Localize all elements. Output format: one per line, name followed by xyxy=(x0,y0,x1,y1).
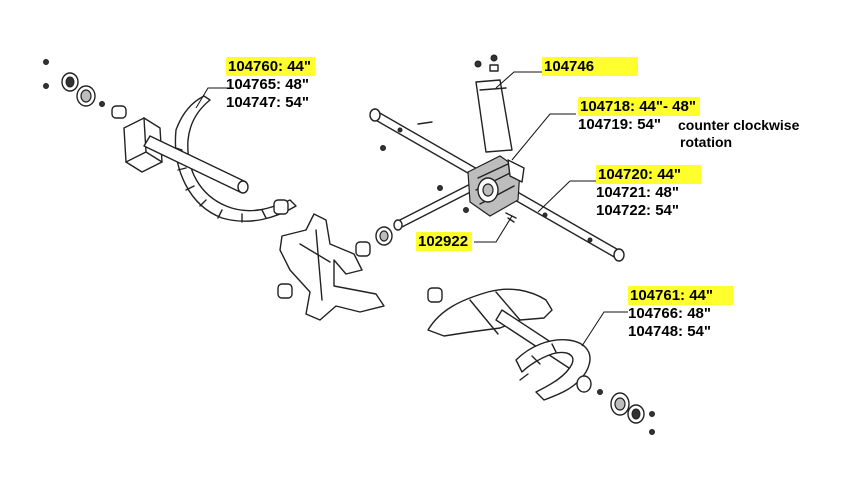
note-line: rotation xyxy=(680,134,733,150)
small-hardware xyxy=(380,121,517,223)
part-number: 104766: 48" xyxy=(628,305,712,322)
right-tine-assembly xyxy=(427,287,655,435)
part-number-highlight: 104720: 44" xyxy=(596,165,702,184)
label-bracket: 104746 xyxy=(542,57,639,76)
part-number: 104722: 54" xyxy=(596,202,680,219)
part-number: 104765: 48" xyxy=(226,76,310,93)
label-shaft: 104720: 44" 104721: 48" 104722: 54" xyxy=(596,165,702,220)
part-number-highlight: 104718: 44"- 48" xyxy=(578,97,700,116)
part-number: 104719: 54" xyxy=(578,116,662,133)
label-pin: 102922 xyxy=(416,232,473,251)
label-right-tine: 104761: 44" 104766: 48" 104748: 54" xyxy=(628,286,734,341)
label-gearbox: 104718: 44"- 48" 104719: 54" xyxy=(578,97,700,134)
rotation-note: counter clockwise rotation xyxy=(678,117,799,151)
part-number-highlight: 102922 xyxy=(416,232,473,251)
center-tine-assembly xyxy=(273,199,393,321)
leader-lines xyxy=(195,71,628,347)
label-left-tine: 104760: 44" 104765: 48" 104747: 54" xyxy=(226,57,316,112)
part-number: 104747: 54" xyxy=(226,94,310,111)
part-number: 104748: 54" xyxy=(628,323,712,340)
part-number: 104721: 48" xyxy=(596,184,680,201)
gearbox-assembly xyxy=(467,54,525,217)
part-number-highlight: 104746 xyxy=(542,57,639,76)
note-line: counter clockwise xyxy=(678,117,800,133)
part-number-highlight: 104760: 44" xyxy=(226,57,316,76)
part-number-highlight: 104761: 44" xyxy=(628,286,734,305)
